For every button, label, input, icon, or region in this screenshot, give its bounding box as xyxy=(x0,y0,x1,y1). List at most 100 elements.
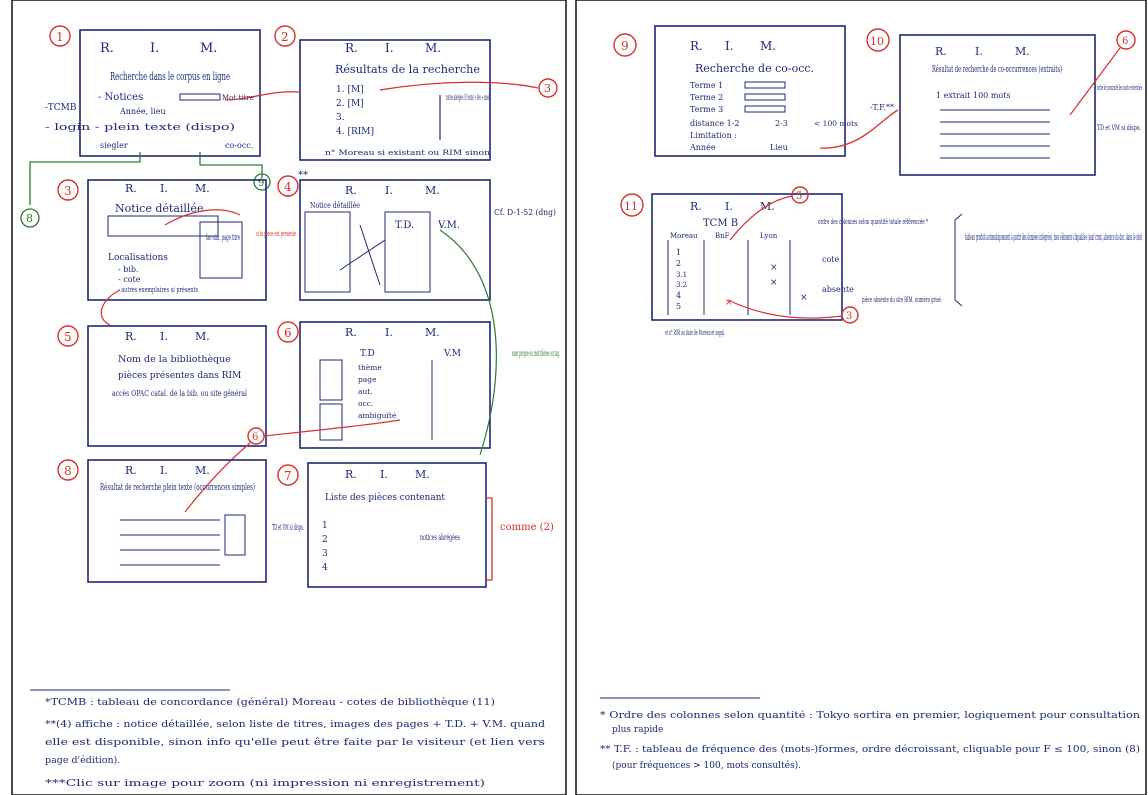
right-footer-line-2: plus rapide xyxy=(612,725,663,735)
screen-1-mot-titre: Mot titre xyxy=(222,94,254,102)
screen-5-number-circle xyxy=(57,325,79,347)
screen-11-row-1: 1 xyxy=(676,248,681,257)
screen-2-rim-m: M. xyxy=(425,41,441,55)
screen-7-row-4: 4 xyxy=(322,563,328,573)
screen-11-row-3: 3.1 xyxy=(676,271,687,279)
screen-7-frame xyxy=(307,462,487,588)
screen-6-number-circle xyxy=(277,321,299,343)
screen-7-number-circle xyxy=(277,464,299,486)
screen-3-facsim-box xyxy=(199,221,243,279)
arrow-1-to-2 xyxy=(224,91,301,101)
screen-3-frame xyxy=(87,179,267,301)
screen-2-item-3: 3. xyxy=(336,113,345,123)
green-ref-8: 8 xyxy=(26,212,33,225)
screen-9-annee: Année xyxy=(689,143,716,152)
screen-11-five: 5 xyxy=(796,191,802,202)
screen-7-title: Liste des pièces contenant xyxy=(325,492,445,503)
screen-1-frame xyxy=(79,29,261,157)
screen-11-frame xyxy=(651,193,843,321)
screen-8-number-circle xyxy=(57,459,79,481)
screen-10-title: Résultat de recherche de co-occurrences … xyxy=(932,64,1062,75)
screen-11-col-bnf: BnF xyxy=(715,232,730,240)
green-arrow-to-7 xyxy=(439,229,497,456)
screen-1-co-occ: co-occ. xyxy=(225,141,253,150)
ref-3-label: 3 xyxy=(544,82,551,95)
green-link-8 xyxy=(29,152,141,205)
screen-7-row-1: 1 xyxy=(322,521,328,531)
screen-9-terme-2: Terme 2 xyxy=(690,93,723,102)
screen-4-td-box xyxy=(384,211,431,293)
screen-4: 4 ** R. I. M. Notice détaillée T.D. V.M.… xyxy=(277,170,556,301)
screen-2-title: Résultats de la recherche xyxy=(335,63,480,76)
screen-3: 3 R. I. M. Notice détaillée fac-sim. pag… xyxy=(57,179,296,301)
screen-9-number: 9 xyxy=(621,39,629,53)
screen-11-nbrs: et n° RIM ou date de Moreau et suppl. xyxy=(665,329,725,337)
screen-11-absente: absente xyxy=(822,285,854,294)
left-footer-line-3: elle est disponible, sinon info qu'elle … xyxy=(45,737,545,748)
x-mark-3: × xyxy=(800,293,808,303)
screen-7-rim-i: I. xyxy=(380,468,388,481)
screen-8-td-vm: TD et VM si dispo. xyxy=(272,523,304,532)
screen-11-col-moreau: Moreau xyxy=(670,232,698,240)
screen-6-td: T.D xyxy=(360,349,375,359)
screen-10-td-vm: TD et VM si dispo. xyxy=(1097,123,1141,132)
ref-circle-6-right xyxy=(1116,30,1136,50)
screen-9-terme-1: Terme 1 xyxy=(690,81,723,90)
screen-2-note: n° Moreau si existant ou RIM sinon xyxy=(325,148,490,157)
screen-11-row-6: 5 xyxy=(676,302,681,311)
screen-11-rim-r: R. xyxy=(690,200,702,213)
screen-9-number-circle xyxy=(613,33,637,57)
screen-4-list-box xyxy=(304,211,351,293)
screen-10-number-circle xyxy=(866,28,890,52)
screen-10-number: 10 xyxy=(870,35,884,48)
x-mark-1: × xyxy=(770,263,778,273)
screen-5-rim-m: M. xyxy=(195,330,210,343)
screen-7-rim-m: M. xyxy=(415,468,430,481)
screen-6-vm: V.M xyxy=(443,349,461,359)
screen-4-notice: Notice détaillée xyxy=(310,201,360,210)
screen-11: 11 R. I. M. TCM B Moreau BnF Lyon 1 2 3.… xyxy=(620,186,942,337)
screen-11-rim-i: I. xyxy=(725,200,733,213)
screen-3-rim-r: R. xyxy=(125,182,137,195)
screen-3-cote: - cote xyxy=(118,275,141,284)
screen-7-rim-r: R. xyxy=(345,468,357,481)
screen-9-limitation: Limitation : xyxy=(690,131,737,140)
screen-5-title: Nom de la bibliothèque xyxy=(118,354,231,365)
screen-9-rim-i: I. xyxy=(725,39,734,53)
screen-9-lieu: Lieu xyxy=(770,143,788,152)
screen-10: 10 R. I. M. Résultat de recherche de co-… xyxy=(866,28,1142,176)
screen-1-rim-r: R. xyxy=(100,41,114,56)
green-circle-8 xyxy=(20,208,40,228)
arrow-3-to-5 xyxy=(100,289,121,326)
screen-11-three: 3 xyxy=(846,311,852,322)
green-circle-9 xyxy=(253,173,271,191)
screen-4-rim-i: I. xyxy=(385,184,393,197)
screen-8-number: 8 xyxy=(64,464,72,478)
screen-3-autres: - autres exemplaires si présents xyxy=(118,286,198,294)
screen-6-number: 6 xyxy=(284,326,292,340)
screen-2-number: 2 xyxy=(281,30,289,44)
screen-4-cf: Cf. D-1-52 (dng) xyxy=(494,208,556,217)
screen-3-bib: - bib. xyxy=(118,265,139,274)
screen-11-ordre: ordre des colonnes selon quantité totale… xyxy=(818,217,928,226)
arrow-11-to-5 xyxy=(729,195,793,241)
screen-5-rim-i: I. xyxy=(160,330,168,343)
screen-6-item-2: page xyxy=(358,375,377,384)
screen-6-item-1: thème xyxy=(358,363,382,372)
screen-11-number: 11 xyxy=(624,200,638,213)
x-mark-2: × xyxy=(770,278,778,288)
screen-5: 5 R. I. M. Nom de la bibliothèque pièces… xyxy=(57,325,267,447)
arrow-8-to-6 xyxy=(184,442,251,513)
terme-2-field xyxy=(744,93,786,101)
screen-2-number-circle xyxy=(274,25,296,47)
right-side-note: tableau produit automatiquement à partir… xyxy=(965,232,1143,243)
right-footer-line-1: * Ordre des colonnes selon quantité : To… xyxy=(600,710,1140,721)
screen-2-item-4: 4. [RIM] xyxy=(336,127,374,137)
right-footer-line-3: ** T.F. : tableau de fréquence des (mots… xyxy=(600,744,1140,755)
screen-9-distance: distance 1-2 xyxy=(690,119,740,128)
left-footer-line-4: page d'édition). xyxy=(45,755,120,766)
screen-8-rim-m: M. xyxy=(195,464,210,477)
screen-4-rim-m: M. xyxy=(425,184,440,197)
green-note: nom propre ou mot-thème ou tag. xyxy=(512,349,560,358)
